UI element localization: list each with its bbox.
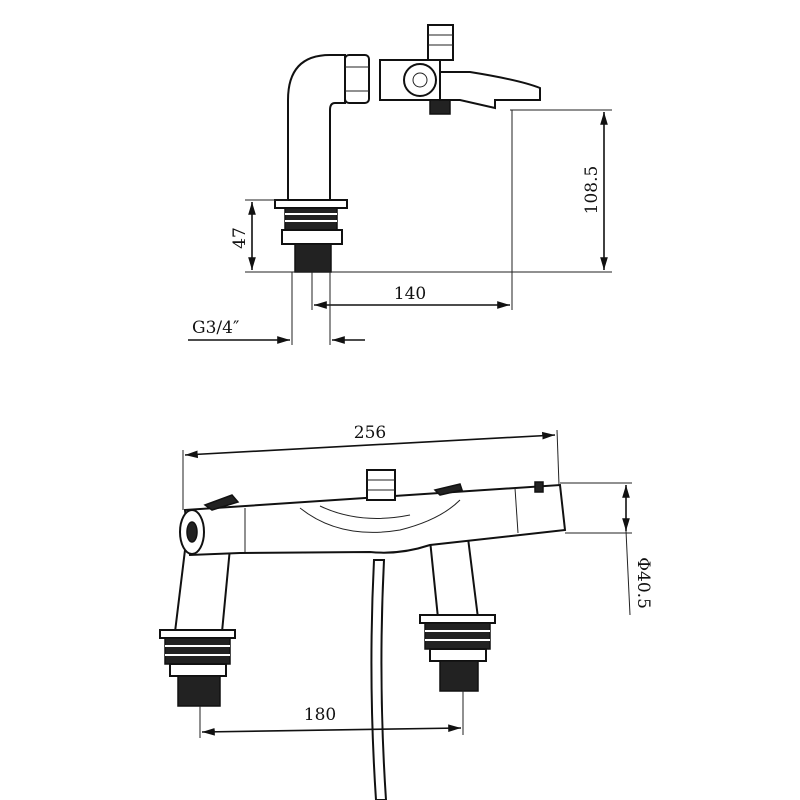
width-dimension: 256 [354, 423, 386, 443]
diverter-knob [427, 24, 454, 61]
diverter-circle [403, 63, 437, 97]
centres-dimension: 180 [304, 705, 336, 725]
right-leg [428, 536, 480, 619]
front-view: 256 [159, 423, 653, 800]
height-dimension: 108.5 [582, 166, 602, 215]
diameter-dimension: Φ40.5 [633, 557, 653, 609]
side-view: 108.5 47 140 G3/4″ [188, 24, 612, 345]
flange-ribs [284, 207, 338, 231]
left-base [159, 629, 236, 707]
flange-top [274, 199, 348, 209]
riser-pipe [287, 54, 346, 201]
hose-outlet [429, 99, 451, 115]
spout [439, 71, 541, 110]
union-nut [344, 54, 370, 104]
mixer-body [183, 483, 567, 557]
thread-size-label: G3/4″ [192, 318, 239, 338]
base-height-dimension: 47 [230, 227, 250, 249]
left-leg [173, 546, 232, 633]
hose [370, 559, 388, 800]
thread [294, 243, 332, 273]
reach-dimension: 140 [394, 284, 426, 304]
right-base [419, 614, 496, 692]
front-diverter-knob [366, 469, 396, 501]
base-nut [281, 229, 343, 245]
